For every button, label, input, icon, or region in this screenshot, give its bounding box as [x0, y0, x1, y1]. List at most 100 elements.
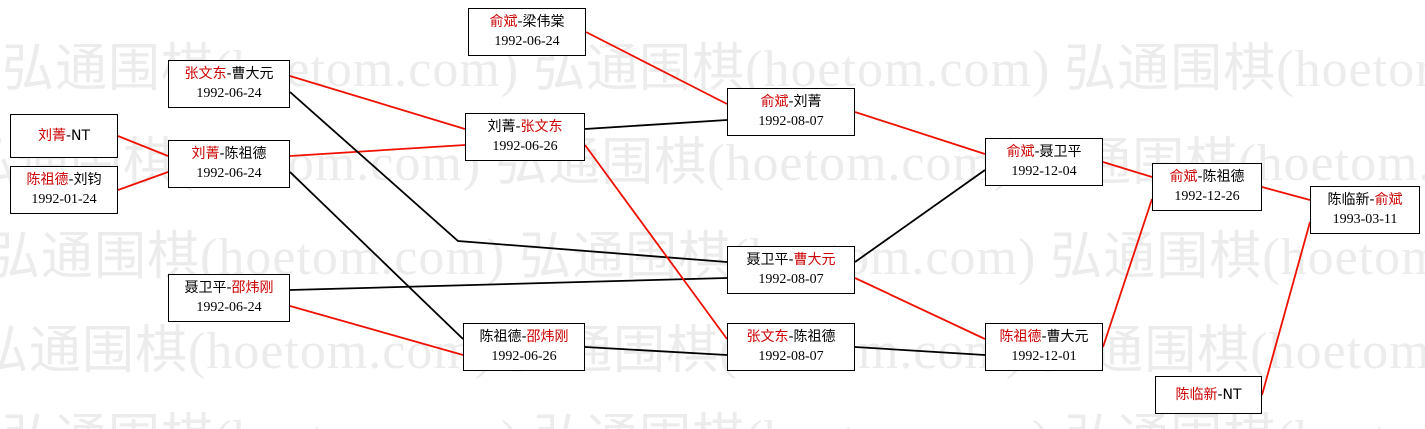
player-name: 陈临新 — [1175, 387, 1218, 403]
player-name: 陈祖德 — [479, 329, 522, 345]
match-date: 1992-12-04 — [1011, 164, 1077, 179]
match-date: 1993-03-11 — [1332, 212, 1398, 227]
player-name: 俞斌 — [1169, 169, 1198, 185]
bracket-line-red — [1261, 186, 1311, 201]
player-separator: - — [788, 94, 794, 110]
bracket-line-red — [584, 144, 728, 340]
match-players: 张文东-陈祖德 — [746, 327, 835, 347]
match-players: 陈祖德-刘钧 — [26, 170, 101, 190]
match-players: 张文东-曹大元 — [184, 64, 273, 84]
match-players: 俞斌-刘菁 — [760, 92, 821, 112]
match-box-liujing-zhangwendong: 刘菁-张文东 1992-06-26 — [465, 113, 585, 161]
bracket-line-red — [117, 171, 169, 191]
player-name: 刘菁 — [37, 128, 66, 144]
bracket-line-black — [289, 171, 464, 340]
player-name: NT — [71, 128, 91, 144]
bracket-line-red — [1261, 221, 1311, 396]
player-name: 曹大元 — [1046, 329, 1089, 345]
match-players: 聂卫平-邵炜刚 — [184, 278, 273, 298]
bracket-line-red — [289, 144, 466, 157]
match-date: 1992-01-24 — [31, 192, 97, 207]
bracket-line-red — [1102, 198, 1153, 348]
player-separator: - — [65, 128, 72, 144]
bracket-line-black — [854, 169, 986, 263]
player-name: 聂卫平 — [1039, 144, 1082, 160]
player-separator: - — [1369, 192, 1375, 208]
match-players: 陈临新-俞斌 — [1327, 190, 1402, 210]
match-date: 1992-08-07 — [758, 114, 824, 129]
player-name: 陈临新 — [1327, 192, 1370, 208]
player-name: NT — [1222, 387, 1242, 403]
player-separator: - — [788, 329, 794, 345]
player-separator: - — [68, 172, 74, 188]
player-name: 张文东 — [184, 66, 227, 82]
player-name: 陈祖德 — [1202, 169, 1245, 185]
player-name: 刘菁 — [793, 94, 822, 110]
player-name: 陈祖德 — [999, 329, 1042, 345]
player-name: 俞斌 — [489, 14, 518, 30]
player-name: 陈祖德 — [793, 329, 836, 345]
player-separator: - — [226, 66, 232, 82]
match-date: 1992-06-26 — [492, 139, 558, 154]
player-separator: - — [517, 14, 523, 30]
match-players: 聂卫平-曹大元 — [746, 250, 835, 270]
match-date: 1992-06-24 — [494, 34, 560, 49]
player-name: 张文东 — [520, 119, 563, 135]
player-name: 陈祖德 — [26, 172, 69, 188]
bracket-line-red — [289, 75, 466, 130]
bracket-line-red — [854, 111, 986, 155]
watermark-text: 弘通围棋(hoetom.com) 弘通围棋(hoetom.com) 弘通围棋(h… — [2, 396, 1425, 429]
match-players: 刘菁-NT — [38, 126, 90, 146]
bracket-line-black — [289, 91, 728, 263]
match-box-yubin-liujing: 俞斌-刘菁 1992-08-07 — [727, 88, 855, 136]
bracket-line-red — [289, 305, 464, 356]
match-date: 1992-06-24 — [196, 166, 262, 181]
player-name: 梁伟棠 — [522, 14, 565, 30]
player-separator: - — [515, 119, 521, 135]
player-name: 陈祖德 — [224, 146, 267, 162]
player-separator: - — [521, 329, 527, 345]
match-box-chenzude-caodayuan: 陈祖德-曹大元 1992-12-01 — [985, 323, 1103, 371]
player-name: 曹大元 — [793, 252, 836, 268]
player-separator: - — [1041, 329, 1047, 345]
player-name: 曹大元 — [231, 66, 274, 82]
match-players: 陈祖德-曹大元 — [999, 327, 1088, 347]
player-name: 俞斌 — [760, 94, 789, 110]
player-name: 刘菁 — [487, 119, 516, 135]
bracket-line-red — [585, 31, 728, 105]
match-box-liujing-chenzude: 刘菁-陈祖德 1992-06-24 — [168, 140, 290, 188]
bracket-line-red — [1102, 161, 1153, 178]
player-separator: - — [1217, 387, 1223, 403]
match-date: 1992-06-24 — [196, 300, 262, 315]
player-separator: - — [788, 252, 794, 268]
bracket-line-red — [117, 135, 169, 157]
match-date: 1992-08-07 — [758, 349, 824, 364]
player-separator: - — [1034, 144, 1040, 160]
player-name: 俞斌 — [1374, 192, 1403, 208]
bracket-line-red — [854, 277, 986, 340]
match-date: 1992-12-26 — [1174, 189, 1240, 204]
player-name: 俞斌 — [1006, 144, 1035, 160]
match-box-chenlinxin-nt: 陈临新-NT — [1155, 376, 1262, 414]
match-box-zhangwendong-chenzude: 张文东-陈祖德 1992-08-07 — [727, 323, 855, 371]
match-date: 1992-12-01 — [1011, 349, 1077, 364]
match-players: 俞斌-聂卫平 — [1006, 142, 1081, 162]
player-name: 刘钧 — [73, 172, 102, 188]
player-name: 张文东 — [746, 329, 789, 345]
match-date: 1992-08-07 — [758, 272, 824, 287]
player-separator: - — [1197, 169, 1203, 185]
match-date: 1992-06-24 — [196, 86, 262, 101]
match-players: 俞斌-梁伟棠 — [489, 12, 564, 32]
player-name: 聂卫平 — [184, 280, 227, 296]
player-separator: - — [226, 280, 232, 296]
match-box-nieweiping-shaoweigang: 聂卫平-邵炜刚 1992-06-24 — [168, 274, 290, 322]
match-players: 刘菁-张文东 — [487, 117, 562, 137]
match-box-nieweiping-caodayuan: 聂卫平-曹大元 1992-08-07 — [727, 246, 855, 294]
match-box-yubin-nieweiping: 俞斌-聂卫平 1992-12-04 — [985, 138, 1103, 186]
match-box-chenlinxin-yubin: 陈临新-俞斌 1993-03-11 — [1310, 186, 1420, 234]
match-players: 刘菁-陈祖德 — [191, 144, 266, 164]
match-box-yubin-chenzude: 俞斌-陈祖德 1992-12-26 — [1152, 163, 1262, 211]
bracket-line-black — [854, 346, 986, 356]
